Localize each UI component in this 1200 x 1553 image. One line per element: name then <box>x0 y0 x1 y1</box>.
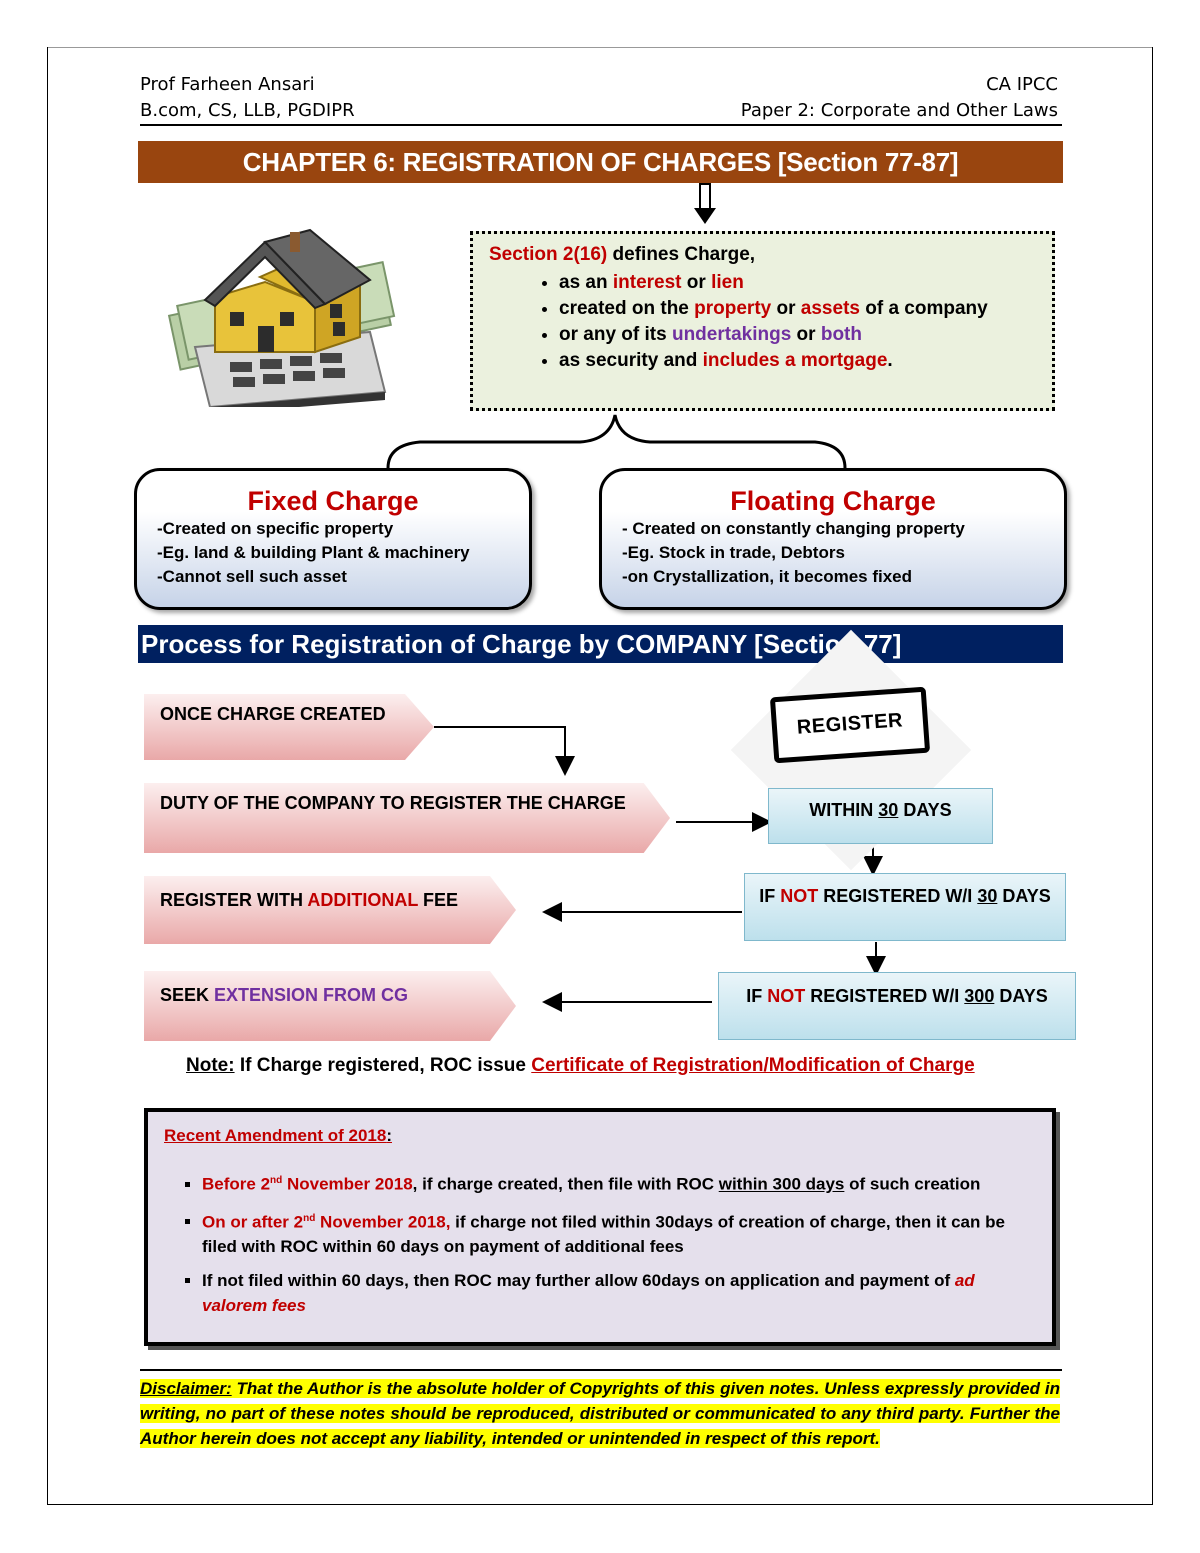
header-left: Prof Farheen Ansari B.com, CS, LLB, PGDI… <box>140 72 355 124</box>
author-name: Prof Farheen Ansari <box>140 74 315 95</box>
definition-point: as security and includes a mortgage. <box>559 350 1036 372</box>
amendment-points: Before 2nd November 2018, if charge crea… <box>164 1168 1036 1318</box>
term-mortgage: includes a mortgage <box>702 350 888 371</box>
term-lien: lien <box>711 272 744 293</box>
defines-text: defines Charge, <box>607 244 756 265</box>
step-seek-extension: SEEK EXTENSION FROM CG <box>144 971 516 1041</box>
disclaimer: Disclaimer: That the Author is the absol… <box>140 1376 1060 1451</box>
certificate-link: Certificate of Registration/Modification… <box>531 1055 975 1076</box>
floating-charge-box: Floating Charge - Created on constantly … <box>599 468 1067 610</box>
floating-charge-point: -on Crystallization, it becomes fixed <box>622 567 913 586</box>
process-title: Process for Registration of Charge by CO… <box>138 625 1063 663</box>
registration-note: Note: If Charge registered, ROC issue Ce… <box>186 1055 975 1076</box>
house-money-calculator-icon <box>167 228 396 407</box>
floating-charge-point: -Eg. Stock in trade, Debtors <box>622 543 845 562</box>
fixed-charge-point: -Eg. land & building Plant & machinery <box>157 543 470 562</box>
chapter-down-arrow <box>694 183 716 224</box>
course-name: CA IPCC <box>986 74 1058 95</box>
step-register-additional-fee: REGISTER WITH ADDITIONAL FEE <box>144 876 516 944</box>
term-both: both <box>820 324 862 345</box>
section-ref: Section 2(16) <box>489 244 608 265</box>
brace-connector <box>386 414 847 469</box>
disclaimer-divider <box>140 1369 1062 1371</box>
within-30-days-box: WITHIN 30 DAYS <box>768 788 993 844</box>
not-registered-30-box: IF NOT REGISTERED W/I 30 DAYS <box>744 873 1066 941</box>
amendment-point: Before 2nd November 2018, if charge crea… <box>202 1168 1036 1197</box>
term-assets: assets <box>800 298 860 319</box>
note-label: Note: <box>186 1055 235 1076</box>
amendment-point: If not filed within 60 days, then ROC ma… <box>202 1268 1036 1318</box>
paper-name: Paper 2: Corporate and Other Laws <box>740 100 1058 121</box>
definition-point: created on the property or assets of a c… <box>559 298 1036 320</box>
step-duty-to-register: DUTY OF THE COMPANY TO REGISTER THE CHAR… <box>144 783 670 853</box>
register-stamp: REGISTER <box>769 686 931 764</box>
fixed-charge-title: Fixed Charge <box>247 486 419 516</box>
term-undertakings: undertakings <box>671 324 792 345</box>
arrow-step1-to-step2 <box>434 726 575 776</box>
page-frame <box>47 47 1153 1505</box>
not-registered-300-box: IF NOT REGISTERED W/I 300 DAYS <box>718 972 1076 1040</box>
disclaimer-text: That the Author is the absolute holder o… <box>140 1379 1060 1448</box>
header-right: CA IPCC Paper 2: Corporate and Other Law… <box>741 72 1058 124</box>
amendment-point: On or after 2nd November 2018, if charge… <box>202 1206 1036 1260</box>
fixed-charge-box: Fixed Charge -Created on specific proper… <box>134 468 532 610</box>
page-top-border <box>47 47 1153 48</box>
fixed-charge-point: -Created on specific property <box>157 519 394 538</box>
author-qualifications: B.com, CS, LLB, PGDIPR <box>140 100 355 121</box>
term-interest: interest <box>612 272 682 293</box>
definition-point: as an interest or lien <box>559 272 1036 294</box>
additional-term: ADDITIONAL <box>307 890 419 910</box>
definition-points: as an interest or lien created on the pr… <box>489 272 1036 372</box>
floating-charge-title: Floating Charge <box>730 486 936 516</box>
disclaimer-label: Disclaimer: <box>140 1379 232 1398</box>
definition-title: Section 2(16) defines Charge, <box>489 244 1036 266</box>
step-once-charge-created: ONCE CHARGE CREATED <box>144 694 434 760</box>
amendment-title: Recent Amendment of 2018: <box>164 1126 392 1145</box>
charge-definition-box: Section 2(16) defines Charge, as an inte… <box>470 231 1055 411</box>
amendment-box: Recent Amendment of 2018: Before 2nd Nov… <box>144 1108 1056 1346</box>
floating-charge-point: - Created on constantly changing propert… <box>622 519 965 538</box>
extension-term: EXTENSION FROM CG <box>214 985 409 1005</box>
header-divider <box>140 124 1062 126</box>
fixed-charge-point: -Cannot sell such asset <box>157 567 347 586</box>
definition-point: or any of its undertakings or both <box>559 324 1036 346</box>
term-property: property <box>694 298 772 319</box>
chapter-title: CHAPTER 6: REGISTRATION OF CHARGES [Sect… <box>138 141 1063 183</box>
